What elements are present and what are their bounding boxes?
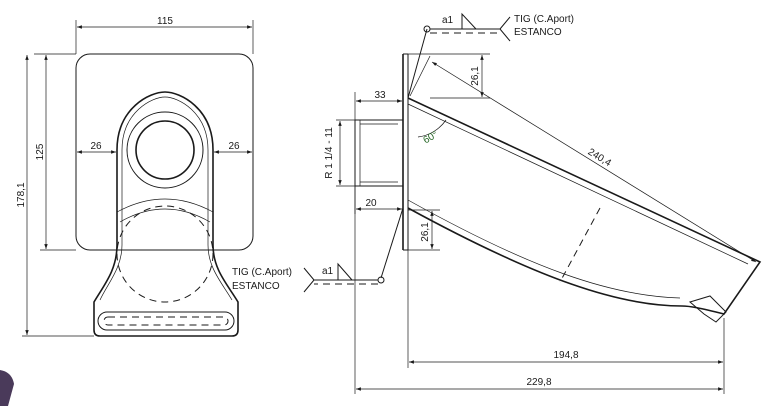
weld-callout-top: a1 TIG (C.Aport) ESTANCO: [407, 12, 574, 99]
thread-connector: [354, 119, 404, 187]
weld-callout-bottom: a1 TIG (C.Aport) ESTANCO: [232, 207, 404, 293]
weld-bottom-tail: [303, 267, 315, 293]
weld-bottom-note-line1: TIG (C.Aport): [232, 267, 292, 278]
dim-margin-left: 26: [90, 141, 102, 152]
corner-badge-shape: [0, 370, 14, 406]
back-plate: [75, 53, 254, 251]
front-dimensions: 115 125 178,1 26 26: [16, 16, 254, 337]
dim-lower-height: 26,1: [420, 222, 431, 242]
inlet-outer-circle: [126, 111, 204, 189]
weld-bottom-note-line2: ESTANCO: [232, 281, 280, 292]
weld-top-size: a1: [442, 15, 454, 26]
spout-body-inner: [99, 96, 233, 301]
lower-arc: [119, 208, 211, 223]
spout-hidden-section: [559, 207, 601, 283]
angle-arc: [417, 119, 447, 138]
weld-bottom-fillet-symbol: [337, 262, 353, 281]
dim-horizontal-reach: 194,8: [553, 350, 578, 361]
weld-bottom-size: a1: [322, 266, 334, 277]
inlet-inner-circle: [135, 120, 195, 180]
spout-side-outline: [407, 97, 762, 315]
dim-width-overall: 115: [157, 16, 173, 27]
lower-arc-2: [116, 198, 214, 213]
dim-top-height: 26,1: [470, 66, 481, 86]
side-dimensions: 33 R 1 1/4 - 11 20 26,1 240,4 60° 26,1 1…: [324, 53, 757, 394]
weld-top-note-line1: TIG (C.Aport): [514, 14, 574, 25]
dim-line-spout-length: [431, 61, 757, 263]
dim-height-overall: 178,1: [16, 182, 27, 207]
spout-nozzle: [688, 295, 727, 323]
side-view: [354, 53, 762, 323]
dim-angle: 60°: [421, 129, 440, 146]
dim-flange-depth: 33: [374, 90, 386, 101]
dim-thread: R 1 1/4 - 11: [324, 127, 335, 179]
spout-side-inner: [407, 103, 749, 299]
lower-hidden-circle: [116, 205, 214, 303]
outlet-slot-inner: [103, 316, 229, 326]
weld-top-tail: [499, 16, 511, 42]
dim-height-plate: 125: [35, 143, 46, 160]
spout-body-outline: [93, 91, 239, 337]
weld-top-fillet-symbol: [461, 12, 477, 30]
dim-thread-length: 20: [365, 198, 377, 209]
dim-total-reach: 229,8: [526, 377, 551, 388]
weld-top-note-line2: ESTANCO: [514, 27, 562, 38]
front-view: [75, 53, 254, 337]
dim-spout-length: 240,4: [586, 147, 613, 170]
outlet-slot-outer: [97, 311, 235, 331]
dim-margin-right: 26: [228, 141, 240, 152]
